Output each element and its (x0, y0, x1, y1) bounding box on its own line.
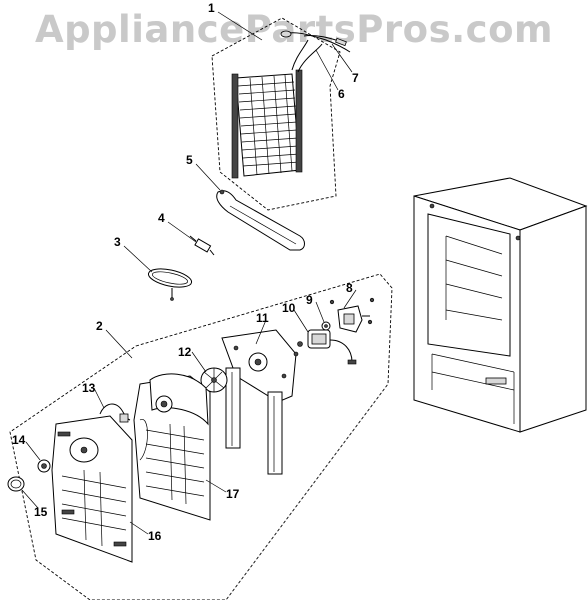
callout-9: 9 (306, 293, 313, 307)
cap-14[interactable] (37, 459, 51, 473)
defrost-heater-5[interactable] (216, 189, 305, 251)
callout-10: 10 (282, 301, 296, 315)
watermark-logo: AppliancePartsPros.com (34, 8, 554, 51)
ring-15[interactable] (7, 476, 25, 492)
callout-11: 11 (256, 311, 269, 325)
callout-3: 3 (114, 235, 121, 249)
callout-16: 16 (148, 529, 162, 543)
fan-bracket-11[interactable] (221, 329, 297, 475)
leader-lines (21, 11, 357, 535)
defrost-fuse-4[interactable] (189, 235, 215, 256)
callout-15: 15 (34, 505, 48, 519)
grommet-9[interactable] (321, 321, 331, 331)
callout-7: 7 (352, 71, 359, 85)
gasket-ring-3[interactable] (147, 266, 193, 301)
callout-4: 4 (158, 211, 165, 225)
wire-harness-13[interactable] (99, 403, 131, 423)
callout-13: 13 (82, 381, 96, 395)
callout-1: 1 (208, 1, 215, 15)
fan-blade-12[interactable] (200, 367, 228, 393)
callout-8: 8 (346, 281, 353, 295)
thermistor-7[interactable] (303, 35, 347, 47)
refrigerator-cabinet (413, 177, 588, 433)
callout-12: 12 (178, 345, 192, 359)
evaporator-coil[interactable] (231, 39, 323, 179)
motor-bracket-8[interactable] (329, 297, 375, 333)
callout-5: 5 (186, 153, 193, 167)
fan-motor-10[interactable] (293, 329, 357, 365)
callout-6: 6 (338, 87, 345, 101)
sensor-wire-6[interactable] (280, 30, 351, 53)
inner-duct-17[interactable] (133, 373, 211, 521)
callout-17: 17 (226, 487, 240, 501)
callout-2: 2 (96, 319, 103, 333)
outer-duct-cover-16[interactable] (51, 415, 133, 563)
callout-14: 14 (12, 433, 26, 447)
evaporator-assembly-outline (211, 17, 341, 211)
fan-duct-assembly-outline (9, 273, 393, 600)
